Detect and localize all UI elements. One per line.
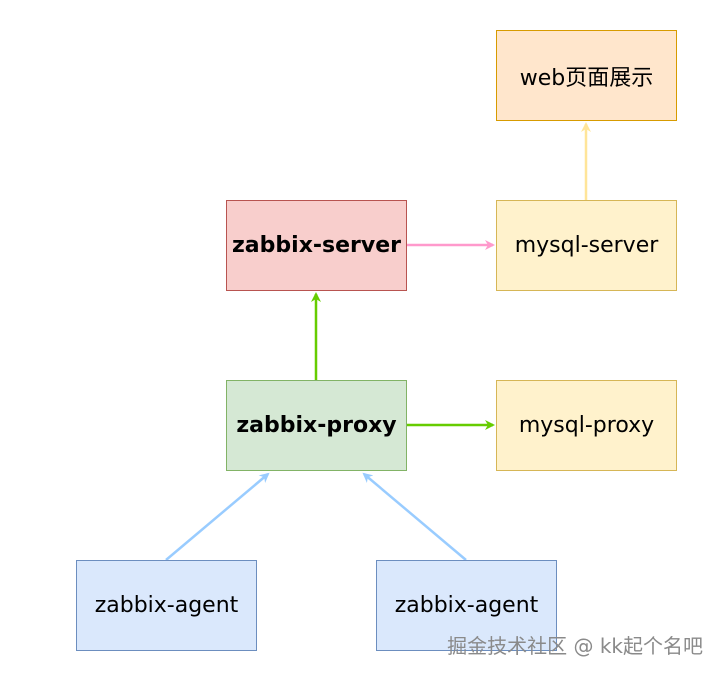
node-zabbix-agent-right[interactable]: zabbix-agent [376,560,557,651]
node-mysql-proxy-label: mysql-proxy [518,413,655,438]
node-zabbix-agent-left-label: zabbix-agent [94,593,239,618]
node-zabbix-proxy[interactable]: zabbix-proxy [226,380,407,471]
edge-agent-left-to-zabbix-proxy [165,472,270,561]
node-zabbix-server-label: zabbix-server [232,233,401,258]
watermark: 掘金技术社区 @ kk起个名吧 [447,634,703,658]
edge-agent-right-to-zabbix-proxy [362,472,467,561]
node-zabbix-agent-right-label: zabbix-agent [394,593,539,618]
node-zabbix-proxy-label: zabbix-proxy [236,413,397,438]
node-web-display-label: web页面展示 [519,65,654,91]
node-zabbix-server[interactable]: zabbix-server [226,200,407,291]
node-web-display[interactable]: web页面展示 [496,30,677,121]
node-mysql-server[interactable]: mysql-server [496,200,677,291]
node-mysql-proxy[interactable]: mysql-proxy [496,380,677,471]
node-mysql-server-label: mysql-server [514,233,659,258]
node-zabbix-agent-left[interactable]: zabbix-agent [76,560,257,651]
